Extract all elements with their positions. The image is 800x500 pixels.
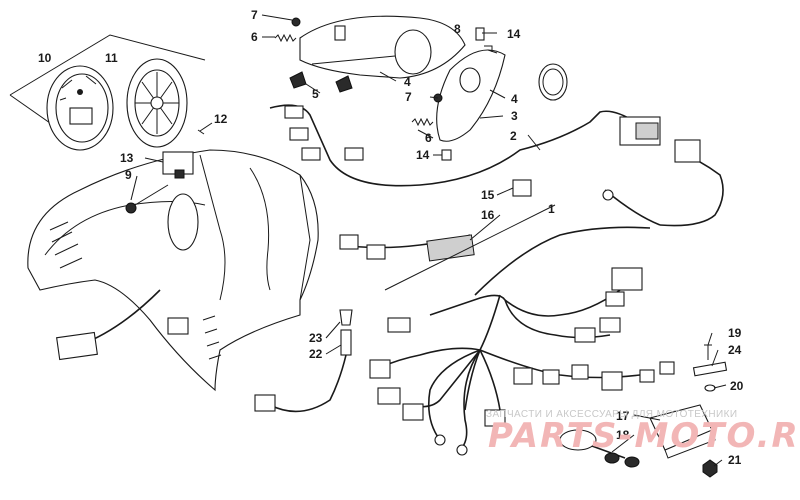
callout-18: 18 xyxy=(616,428,630,442)
watermark-brand: PARTS-MOTO.RU xyxy=(488,416,800,456)
callout-labels: 1 2 3 4 4 5 6 6 7 7 8 9 10 11 12 13 14 1… xyxy=(38,8,744,467)
callout-9: 9 xyxy=(125,168,132,182)
callout-5: 5 xyxy=(312,87,319,101)
callout-17: 17 xyxy=(616,409,630,423)
ignition-switch xyxy=(559,344,728,478)
watermark-subtitle: ЗАПЧАСТИ И АКСЕССУАРЫ ДЛЯ МОТОТЕХНИКИ xyxy=(486,409,738,420)
callout-2: 2 xyxy=(510,129,517,143)
gauge-housing xyxy=(126,58,188,148)
callout-14-bottom: 14 xyxy=(416,148,430,162)
callout-14-top: 14 xyxy=(507,27,521,41)
relay-15 xyxy=(512,179,532,197)
speedometer-gauge xyxy=(9,34,206,151)
bolt-9 xyxy=(125,184,169,214)
callout-7-left: 7 xyxy=(251,8,258,22)
callout-22: 22 xyxy=(309,347,323,361)
ring-clamp xyxy=(538,63,568,101)
callout-3: 3 xyxy=(511,109,518,123)
callout-4-upper: 4 xyxy=(404,75,411,89)
callout-15: 15 xyxy=(481,188,495,202)
lower-connector xyxy=(56,289,189,361)
bracket-5 xyxy=(289,71,353,93)
headlight-upper-panel xyxy=(299,15,466,79)
side-panel-3 xyxy=(436,49,506,142)
callout-4-lower: 4 xyxy=(511,92,518,106)
sensor-22-23 xyxy=(254,309,353,413)
callout-12: 12 xyxy=(214,112,228,126)
leader-lines xyxy=(130,14,727,467)
callout-1: 1 xyxy=(548,202,555,216)
front-fairing-body xyxy=(27,149,319,392)
callout-13: 13 xyxy=(120,151,134,165)
leader-1-16 xyxy=(384,204,556,291)
callout-23: 23 xyxy=(309,331,323,345)
callout-21: 21 xyxy=(728,453,742,467)
callout-16: 16 xyxy=(481,208,495,222)
callout-10: 10 xyxy=(38,51,52,65)
harness-1 xyxy=(339,189,675,456)
harness-2 xyxy=(269,104,724,227)
switch-13 xyxy=(162,151,194,179)
callout-6-right: 6 xyxy=(425,131,432,145)
callout-20: 20 xyxy=(730,379,744,393)
callout-11: 11 xyxy=(105,51,118,65)
callout-24: 24 xyxy=(728,343,742,357)
callout-7-right: 7 xyxy=(405,90,412,104)
callout-19: 19 xyxy=(728,326,742,340)
screw-12 xyxy=(197,122,213,135)
callout-6-left: 6 xyxy=(251,30,258,44)
callout-8: 8 xyxy=(454,22,461,36)
